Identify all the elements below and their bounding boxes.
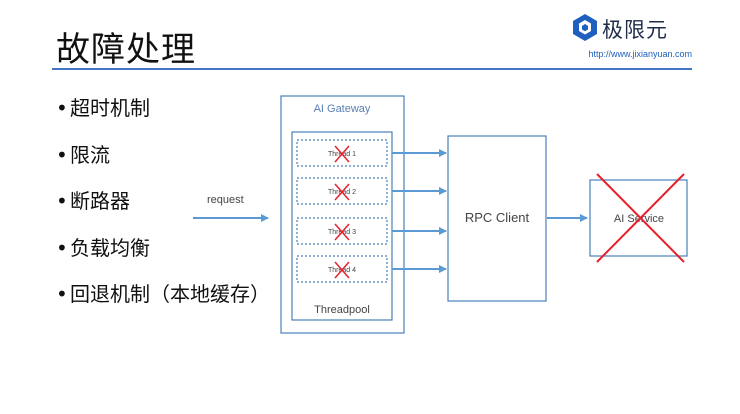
- thread-failed-cross: [334, 261, 350, 279]
- ai-gateway-label: AI Gateway: [314, 103, 371, 115]
- thread-failed-cross: [334, 145, 350, 163]
- thread-failed-cross: [334, 183, 350, 201]
- threadpool-label: Threadpool: [314, 304, 370, 316]
- rpc-client-label: RPC Client: [465, 210, 530, 225]
- thread-3: Thread 3: [296, 217, 388, 245]
- bullet-text: 断路器: [70, 189, 130, 213]
- thread-4: Thread 4: [296, 255, 388, 283]
- thread-2: Thread 2: [296, 177, 388, 205]
- request-label: request: [207, 194, 244, 206]
- bullet-item: •负载均衡: [56, 235, 150, 260]
- ai-service-box: [589, 179, 688, 257]
- logo-mark-icon: [573, 14, 597, 41]
- slide-title: 故障处理: [56, 30, 196, 70]
- bullet-text: 负载均衡: [70, 235, 150, 260]
- bullet-item: •回退机制（本地缓存）: [56, 282, 270, 306]
- ai-service-failed-cross: [596, 173, 685, 263]
- company-logo: 极限元 http://www.jixianyuan.com: [568, 8, 698, 64]
- rpc-client-box: [447, 135, 547, 302]
- bullet-item: •限流: [56, 142, 110, 167]
- bullet-item: •断路器: [56, 189, 130, 213]
- bullet-list: •超时机制 •限流 •断路器 •负载均衡 •回退机制（本地缓存）: [56, 92, 270, 325]
- bullet-text: 超时机制: [70, 96, 150, 120]
- bullet-text: 回退机制（本地缓存）: [70, 282, 270, 306]
- logo-text: 极限元: [602, 18, 668, 42]
- bullet-text: 限流: [70, 142, 110, 167]
- thread-1: Thread 1: [296, 139, 388, 167]
- logo-url: http://www.jixianyuan.com: [588, 49, 692, 59]
- thread-failed-cross: [334, 223, 350, 241]
- bullet-item: •超时机制: [56, 96, 150, 120]
- title-underline: [52, 68, 692, 70]
